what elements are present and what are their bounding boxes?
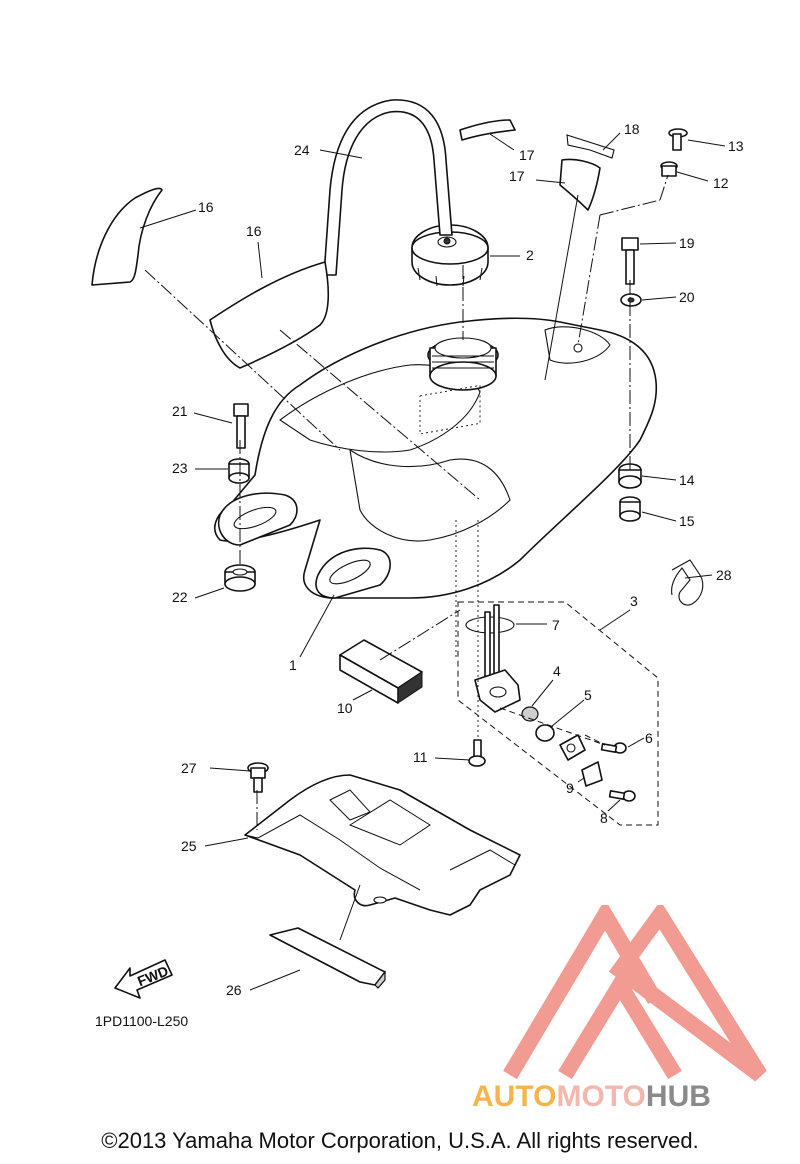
watermark-auto: AUTO [472,1080,557,1113]
label-2: 2 [526,247,534,263]
watermark-hub: HUB [645,1080,711,1113]
label-8: 8 [600,810,608,826]
fuel-tank-tray [244,774,521,916]
clip-28 [671,559,704,606]
label-11: 11 [413,749,428,765]
watermark-text: AUTOMOTOHUB [472,1080,711,1114]
label-15: 15 [679,513,695,529]
fuel-cock [465,604,636,802]
damper-14 [618,463,642,489]
label-22: 22 [172,589,188,605]
label-3: 3 [630,593,638,609]
label-13: 13 [728,138,744,154]
breather-hose [323,99,453,276]
tank-pad-center [209,261,330,369]
label-12: 12 [713,175,729,191]
fuel-cock-group-box [457,601,659,826]
automotohub-logo [503,905,767,1082]
label-9: 9 [566,780,574,796]
label-24: 24 [294,142,310,158]
watermark-moto: MOTO [556,1080,646,1113]
washer-20 [620,293,642,307]
label-23: 23 [172,460,188,476]
pad-26 [269,927,386,986]
label-27: 27 [181,760,197,776]
label-21: 21 [172,403,188,419]
bolt-27 [247,762,269,793]
fwd-label: FWD [135,963,171,990]
label-17-side: 17 [509,168,525,184]
label-26: 26 [226,982,242,998]
diagram-code: 1PD1100-L250 [95,1013,189,1029]
screw-11 [468,739,486,767]
seat-pad-top [459,119,516,141]
label-19: 19 [679,235,695,251]
label-1: 1 [289,657,297,673]
label-14: 14 [679,472,695,488]
fuel-tank [214,317,658,599]
label-5: 5 [584,687,592,703]
label-10: 10 [337,700,353,716]
label-25: 25 [181,838,197,854]
grommet-23 [228,458,250,484]
pad-10 [339,639,423,704]
collar-15 [619,496,641,522]
fuel-cap [411,224,489,287]
label-7: 7 [552,617,560,633]
tank-pad-left [91,187,163,286]
fwd-arrow-icon: FWD [114,959,173,999]
label-4: 4 [553,663,561,679]
label-28: 28 [716,567,732,583]
bolt-13 [668,128,688,151]
copyright-notice: ©2013 Yamaha Motor Corporation, U.S.A. A… [101,1128,699,1153]
label-6: 6 [645,730,653,746]
label-17-top: 17 [519,147,535,163]
label-20: 20 [679,289,695,305]
label-18: 18 [624,121,640,137]
bolt-19 [621,237,639,285]
bolt-21 [233,403,249,449]
seat-pad-side [559,158,601,211]
collar-12 [660,161,678,177]
label-16-center: 16 [246,223,262,239]
damper-22 [224,564,256,592]
label-16-left: 16 [198,199,214,215]
